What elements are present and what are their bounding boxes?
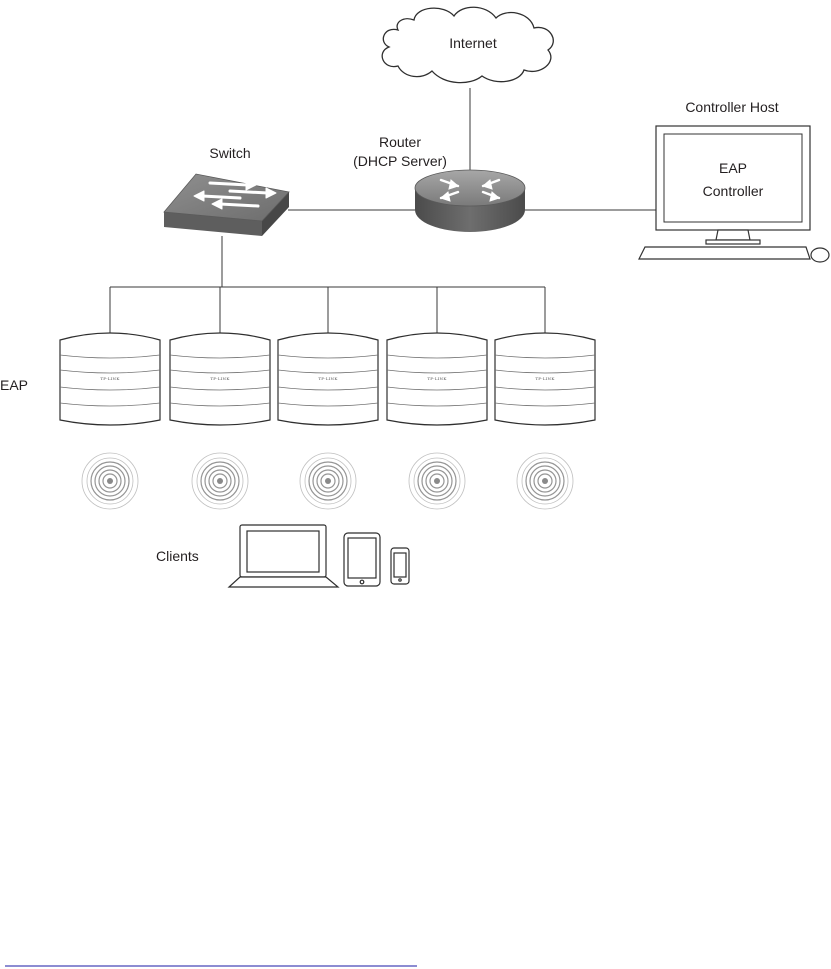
- mouse-icon: [811, 248, 829, 262]
- switch-icon: [164, 174, 289, 236]
- monitor-screen: [664, 134, 802, 222]
- monitor-stand: [716, 230, 750, 240]
- access-point-icon: TP-LINK: [387, 333, 487, 425]
- access-point-icon: TP-LINK: [60, 333, 160, 425]
- switch-label: Switch: [209, 145, 250, 161]
- access-point-icon: TP-LINK: [278, 333, 378, 425]
- eap-brand-label: TP-LINK: [318, 376, 338, 381]
- keyboard-icon: [639, 247, 810, 259]
- clients-label: Clients: [156, 548, 199, 564]
- access-point-icon: TP-LINK: [170, 333, 270, 425]
- eap-devices: TP-LINK TP-LINK TP-LINK TP-LINK TP-LINK: [60, 333, 595, 425]
- internet-label: Internet: [449, 35, 497, 51]
- wireless-signal-icon: [192, 453, 248, 509]
- router-label: Router: [379, 134, 421, 150]
- controller-screen-line1: EAP: [719, 160, 747, 176]
- laptop-icon: [229, 525, 338, 587]
- wireless-signals: [82, 453, 573, 509]
- tablet-icon: [344, 533, 380, 586]
- eap-brand-label: TP-LINK: [535, 376, 555, 381]
- router-icon: [415, 170, 525, 232]
- wireless-signal-icon: [300, 453, 356, 509]
- wireless-signal-icon: [517, 453, 573, 509]
- router-sublabel: (DHCP Server): [353, 153, 447, 169]
- controller-host-label: Controller Host: [685, 99, 778, 115]
- eap-label: EAP: [0, 377, 28, 393]
- eap-brand-label: TP-LINK: [100, 376, 120, 381]
- controller-screen-line2: Controller: [703, 183, 764, 199]
- monitor-base: [706, 240, 760, 244]
- eap-brand-label: TP-LINK: [210, 376, 230, 381]
- eap-brand-label: TP-LINK: [427, 376, 447, 381]
- wireless-signal-icon: [82, 453, 138, 509]
- wireless-signal-icon: [409, 453, 465, 509]
- phone-icon: [391, 548, 409, 584]
- clients: [229, 525, 409, 587]
- access-point-icon: TP-LINK: [495, 333, 595, 425]
